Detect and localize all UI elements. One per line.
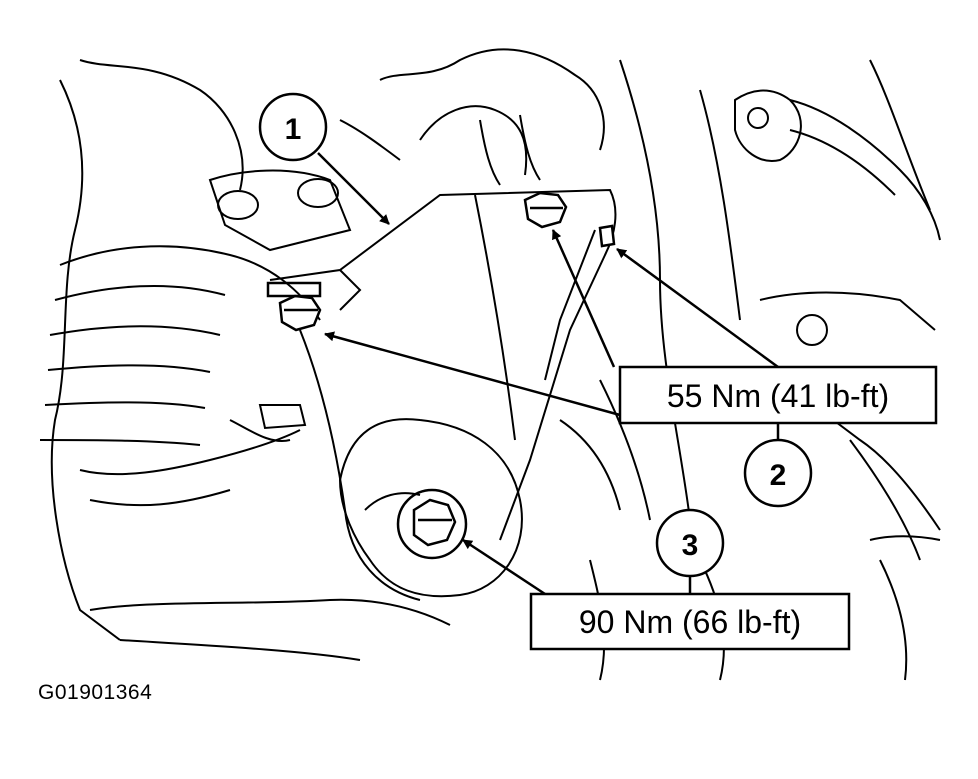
callout-1: 1 xyxy=(258,92,390,225)
callout-3-number: 3 xyxy=(682,529,699,562)
callout-2: 2 xyxy=(743,423,813,508)
torque-label-90nm: 90 Nm (66 lb-ft) xyxy=(462,538,851,651)
torque-text-90nm: 90 Nm (66 lb-ft) xyxy=(579,604,801,640)
callout-3: 3 xyxy=(655,508,725,594)
bolt-upper-right xyxy=(598,224,616,248)
figure-id-label: G01901364 xyxy=(38,681,153,704)
callout-2-number: 2 xyxy=(770,459,787,492)
bolt-upper-center xyxy=(523,191,568,229)
bolt-upper-left xyxy=(266,281,322,332)
bolt-through xyxy=(396,488,468,560)
background-linework xyxy=(39,48,941,681)
torque-text-55nm: 55 Nm (41 lb-ft) xyxy=(667,378,889,414)
callout-1-number: 1 xyxy=(285,113,302,146)
torque-label-55nm: 55 Nm (41 lb-ft) xyxy=(324,229,938,425)
